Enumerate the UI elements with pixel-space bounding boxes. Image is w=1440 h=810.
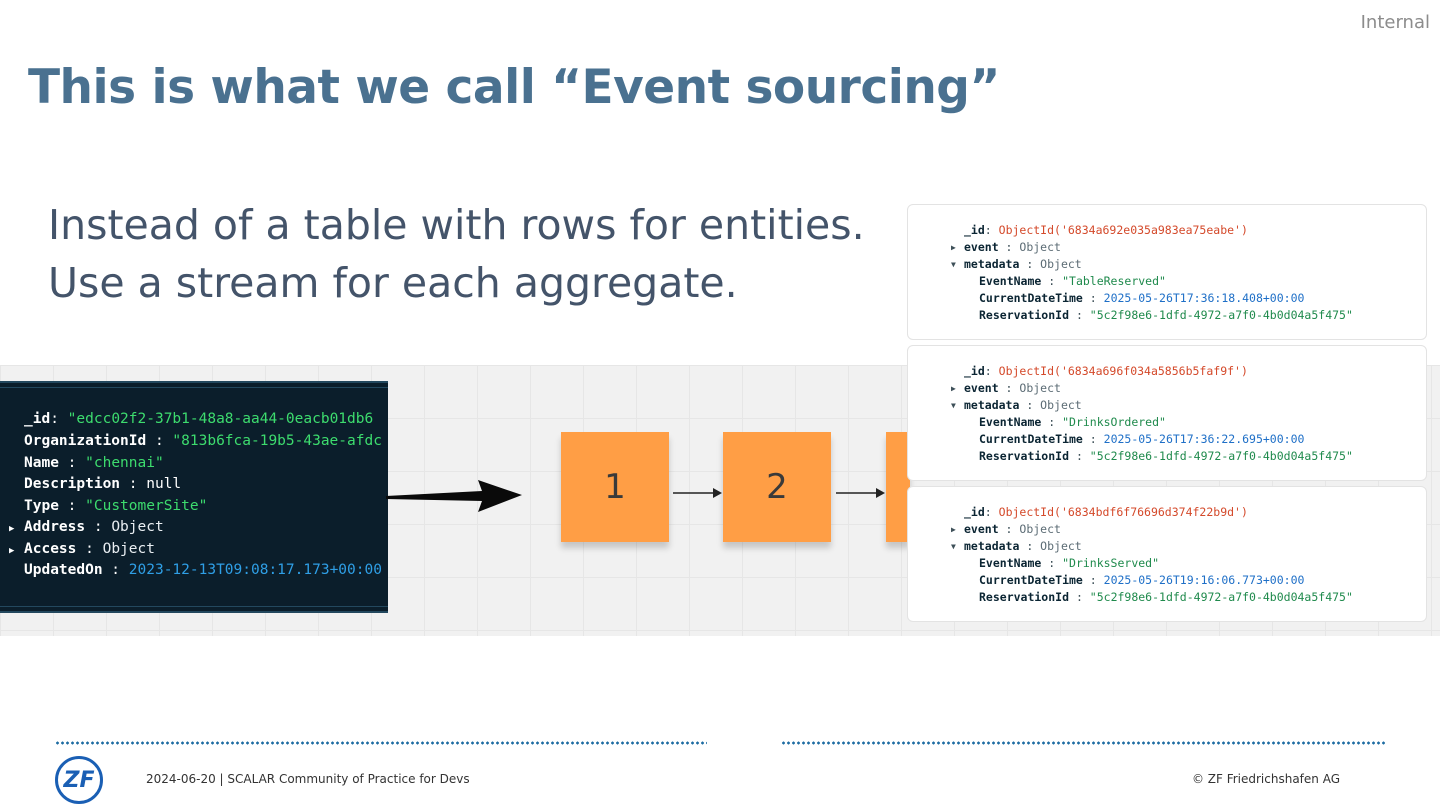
doc-event-row[interactable]: event : Object <box>964 381 1061 395</box>
expand-triangle-icon[interactable]: ▶ <box>9 524 15 534</box>
stream-arrow-icon <box>673 488 722 498</box>
event-sticky-note-1: 1 <box>561 432 669 542</box>
doc-date-row: CurrentDateTime : 2025-05-26T17:36:18.40… <box>979 291 1305 305</box>
code-row-id: _id: "edcc02f2-37b1-48a8-aa44-0eacb01db6 <box>24 411 374 427</box>
panel-border-line <box>0 606 388 607</box>
doc-reservation-row: ReservationId : "5c2f98e6-1dfd-4972-a7f0… <box>979 308 1353 322</box>
doc-metadata-row[interactable]: metadata : Object <box>964 539 1082 553</box>
collapse-triangle-icon[interactable]: ▼ <box>951 401 956 410</box>
code-row-type: Type : "CustomerSite" <box>24 498 208 514</box>
code-value: "813b6fca-19b5-43ae-afdc <box>172 433 382 449</box>
doc-event-name-row: EventName : "TableReserved" <box>979 274 1166 288</box>
stream-arrow-icon <box>836 488 885 498</box>
slide-title: This is what we call “Event sourcing” <box>28 60 1000 115</box>
event-sticky-note-2: 2 <box>723 432 831 542</box>
event-sticky-note-3-partial <box>886 432 910 542</box>
code-value: Object <box>102 541 155 557</box>
panel-border-line <box>0 387 388 388</box>
doc-id-row: _id: ObjectId('6834a692e035a983ea75eabe'… <box>964 223 1248 237</box>
doc-metadata-row[interactable]: metadata : Object <box>964 257 1082 271</box>
code-key: OrganizationId <box>24 433 147 449</box>
expand-triangle-icon[interactable]: ▶ <box>9 546 15 556</box>
body-line-2: Use a stream for each aggregate. <box>48 259 738 307</box>
code-key: _id <box>24 411 51 427</box>
doc-metadata-row[interactable]: metadata : Object <box>964 398 1082 412</box>
code-value: Object <box>111 519 164 535</box>
code-row-name: Name : "chennai" <box>24 455 164 471</box>
code-key: UpdatedOn <box>24 562 103 578</box>
footer-copyright: © ZF Friedrichshafen AG <box>1191 772 1340 786</box>
collapse-triangle-icon[interactable]: ▼ <box>951 260 956 269</box>
body-text: Instead of a table with rows for entitie… <box>48 196 865 312</box>
code-value: "chennai" <box>85 455 164 471</box>
doc-event-row[interactable]: event : Object <box>964 240 1061 254</box>
sticky-label: 1 <box>604 467 626 507</box>
footer-date-event: 2024-06-20 | SCALAR Community of Practic… <box>146 772 470 786</box>
code-row-updated-on: UpdatedOn : 2023-12-13T09:08:17.173+00:0… <box>24 562 382 578</box>
code-row-description: Description : null <box>24 476 182 492</box>
code-row-access[interactable]: Access : Object <box>24 541 155 557</box>
event-document-card: _id: ObjectId('6834a692e035a983ea75eabe'… <box>907 204 1427 340</box>
code-key: Type <box>24 498 59 514</box>
expand-triangle-icon[interactable]: ▶ <box>951 525 956 534</box>
code-value: "CustomerSite" <box>85 498 208 514</box>
doc-event-name-row: EventName : "DrinksServed" <box>979 556 1160 570</box>
classification-label: Internal <box>1360 12 1430 33</box>
transform-arrow-icon <box>386 480 522 512</box>
sticky-label: 2 <box>766 467 788 507</box>
doc-date-row: CurrentDateTime : 2025-05-26T17:36:22.69… <box>979 432 1305 446</box>
code-key: Address <box>24 519 86 535</box>
code-row-organization-id: OrganizationId : "813b6fca-19b5-43ae-afd… <box>24 433 382 449</box>
zf-logo: ZF <box>55 756 103 804</box>
footer-divider-left <box>55 741 707 745</box>
doc-event-row[interactable]: event : Object <box>964 522 1061 536</box>
expand-triangle-icon[interactable]: ▶ <box>951 384 956 393</box>
code-value: null <box>146 476 182 492</box>
event-document-card: _id: ObjectId('6834bdf6f76696d374f22b9d'… <box>907 486 1427 622</box>
doc-event-name-row: EventName : "DrinksOrdered" <box>979 415 1166 429</box>
doc-reservation-row: ReservationId : "5c2f98e6-1dfd-4972-a7f0… <box>979 449 1353 463</box>
footer-divider-right <box>781 741 1385 745</box>
doc-id-row: _id: ObjectId('6834a696f034a5856b5faf9f'… <box>964 364 1248 378</box>
code-key: Description <box>24 476 121 492</box>
code-key: Name <box>24 455 59 471</box>
doc-reservation-row: ReservationId : "5c2f98e6-1dfd-4972-a7f0… <box>979 590 1353 604</box>
document-code-panel: _id: "edcc02f2-37b1-48a8-aa44-0eacb01db6… <box>0 381 388 613</box>
doc-id-row: _id: ObjectId('6834bdf6f76696d374f22b9d'… <box>964 505 1248 519</box>
event-document-card: _id: ObjectId('6834a696f034a5856b5faf9f'… <box>907 345 1427 481</box>
code-value: 2023-12-13T09:08:17.173+00:00 <box>128 562 382 578</box>
code-row-address[interactable]: Address : Object <box>24 519 164 535</box>
code-key: Access <box>24 541 77 557</box>
expand-triangle-icon[interactable]: ▶ <box>951 243 956 252</box>
body-line-1: Instead of a table with rows for entitie… <box>48 201 865 249</box>
collapse-triangle-icon[interactable]: ▼ <box>951 542 956 551</box>
code-value: "edcc02f2-37b1-48a8-aa44-0eacb01db6 <box>67 411 374 427</box>
doc-date-row: CurrentDateTime : 2025-05-26T19:16:06.77… <box>979 573 1305 587</box>
